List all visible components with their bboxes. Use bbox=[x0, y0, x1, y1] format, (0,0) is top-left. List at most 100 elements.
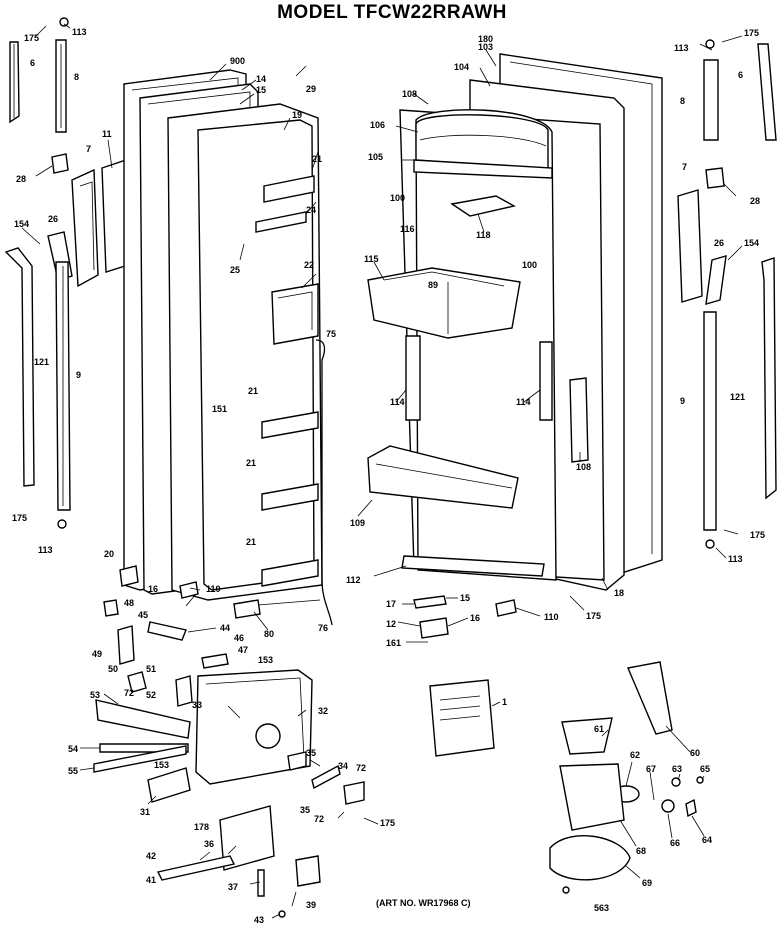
right-bracket-26 bbox=[705, 255, 727, 305]
part-34 bbox=[311, 764, 341, 790]
label-8: 8 bbox=[680, 96, 685, 106]
label-33: 33 bbox=[192, 700, 202, 710]
cup-61 bbox=[561, 717, 613, 755]
bracket-60 bbox=[627, 661, 673, 735]
right-trim-strip-6 bbox=[757, 43, 777, 141]
screw-43 bbox=[278, 910, 286, 918]
part-110-a bbox=[179, 581, 199, 599]
grille-112 bbox=[401, 555, 545, 577]
label-900: 900 bbox=[230, 56, 245, 66]
part-72-a bbox=[127, 671, 147, 693]
dispenser-housing-32 bbox=[195, 669, 313, 785]
part-labels: 175 113 8 6 28 7 11 26 154 121 9 175 113… bbox=[12, 27, 765, 925]
part-35 bbox=[287, 751, 307, 771]
label-39: 39 bbox=[306, 900, 316, 910]
label-151: 151 bbox=[212, 404, 227, 414]
leader-lines bbox=[21, 23, 743, 919]
label-51: 51 bbox=[146, 664, 156, 674]
label-106: 106 bbox=[370, 120, 385, 130]
label-175: 175 bbox=[380, 818, 395, 828]
motor-68 bbox=[559, 763, 625, 831]
label-121: 121 bbox=[730, 392, 745, 402]
part-80 bbox=[233, 599, 261, 619]
label-69: 69 bbox=[642, 878, 652, 888]
label-25: 25 bbox=[230, 265, 240, 275]
label-21: 21 bbox=[246, 458, 256, 468]
label-14: 14 bbox=[256, 74, 266, 84]
label-175: 175 bbox=[586, 611, 601, 621]
left-door-frame-9 bbox=[55, 261, 71, 511]
fresh-food-cabinet bbox=[415, 109, 557, 581]
rail-114-right bbox=[539, 341, 553, 421]
label-61: 61 bbox=[594, 724, 604, 734]
label-100: 100 bbox=[522, 260, 537, 270]
label-21: 21 bbox=[312, 154, 322, 164]
label-161: 161 bbox=[386, 638, 401, 648]
label-113: 113 bbox=[38, 545, 53, 555]
label-153: 153 bbox=[258, 655, 273, 665]
label-6: 6 bbox=[30, 58, 35, 68]
label-72: 72 bbox=[356, 763, 366, 773]
freezer-door-liner-19 bbox=[167, 103, 323, 601]
label-12: 12 bbox=[386, 619, 396, 629]
label-31: 31 bbox=[140, 807, 150, 817]
label-55: 55 bbox=[68, 766, 78, 776]
label-118: 118 bbox=[476, 230, 491, 240]
label-28: 28 bbox=[16, 174, 26, 184]
label-114: 114 bbox=[516, 397, 531, 407]
label-7: 7 bbox=[682, 162, 687, 172]
door-panel-22 bbox=[271, 283, 319, 345]
label-22: 22 bbox=[304, 260, 314, 270]
part-64 bbox=[685, 798, 697, 818]
grille-31 bbox=[147, 767, 191, 803]
label-35: 35 bbox=[306, 748, 316, 758]
label-175: 175 bbox=[24, 33, 39, 43]
label-41: 41 bbox=[146, 875, 156, 885]
label-63: 63 bbox=[672, 764, 682, 774]
art-number: (ART NO. WR17968 C) bbox=[376, 898, 471, 908]
left-hinge-28 bbox=[51, 153, 69, 174]
label-46: 46 bbox=[234, 633, 244, 643]
label-48: 48 bbox=[124, 598, 134, 608]
left-trim-strip-6 bbox=[9, 41, 20, 124]
meat-pan-118 bbox=[450, 195, 516, 217]
label-9: 9 bbox=[680, 396, 685, 406]
bracket-52 bbox=[175, 675, 193, 707]
right-door-frame-9 bbox=[703, 311, 717, 531]
label-72: 72 bbox=[124, 688, 134, 698]
door-shelf-21-top bbox=[263, 175, 315, 203]
spring-37 bbox=[257, 869, 265, 897]
label-154: 154 bbox=[14, 219, 29, 229]
part-66 bbox=[661, 799, 675, 813]
label-24: 24 bbox=[306, 205, 316, 215]
bracket-36 bbox=[219, 805, 275, 871]
label-36: 36 bbox=[204, 839, 214, 849]
label-76: 76 bbox=[318, 623, 328, 633]
base-69 bbox=[549, 835, 631, 881]
screw-113-d bbox=[705, 539, 715, 549]
label-121: 121 bbox=[34, 357, 49, 367]
label-115: 115 bbox=[364, 254, 379, 264]
strip-108-right bbox=[569, 377, 589, 463]
door-shelf-21-b bbox=[261, 411, 319, 439]
rod-76 bbox=[257, 599, 321, 606]
label-54: 54 bbox=[68, 744, 78, 754]
label-32: 32 bbox=[318, 706, 328, 716]
label-108: 108 bbox=[576, 462, 591, 472]
label-178: 178 bbox=[194, 822, 209, 832]
part-48 bbox=[103, 599, 119, 617]
label-26: 26 bbox=[48, 214, 58, 224]
label-72: 72 bbox=[314, 814, 324, 824]
part-63 bbox=[671, 777, 681, 787]
label-116: 116 bbox=[400, 224, 415, 234]
label-7: 7 bbox=[86, 144, 91, 154]
label-18: 18 bbox=[614, 588, 624, 598]
label-110: 110 bbox=[544, 612, 559, 622]
screw-563 bbox=[562, 886, 570, 894]
label-15: 15 bbox=[256, 85, 266, 95]
label-89: 89 bbox=[428, 280, 438, 290]
door-shelf-24 bbox=[255, 211, 307, 233]
label-11: 11 bbox=[102, 129, 112, 139]
label-34: 34 bbox=[338, 761, 348, 771]
